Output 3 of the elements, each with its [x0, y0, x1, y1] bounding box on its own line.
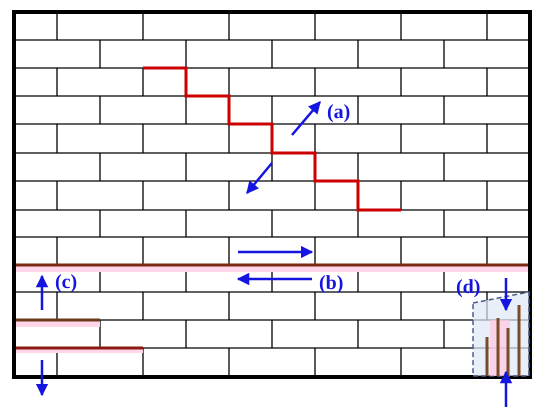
callout-letter: (b) — [319, 273, 344, 293]
callout-letter: (c) — [55, 272, 78, 292]
callout-letter: (a) — [327, 102, 350, 122]
